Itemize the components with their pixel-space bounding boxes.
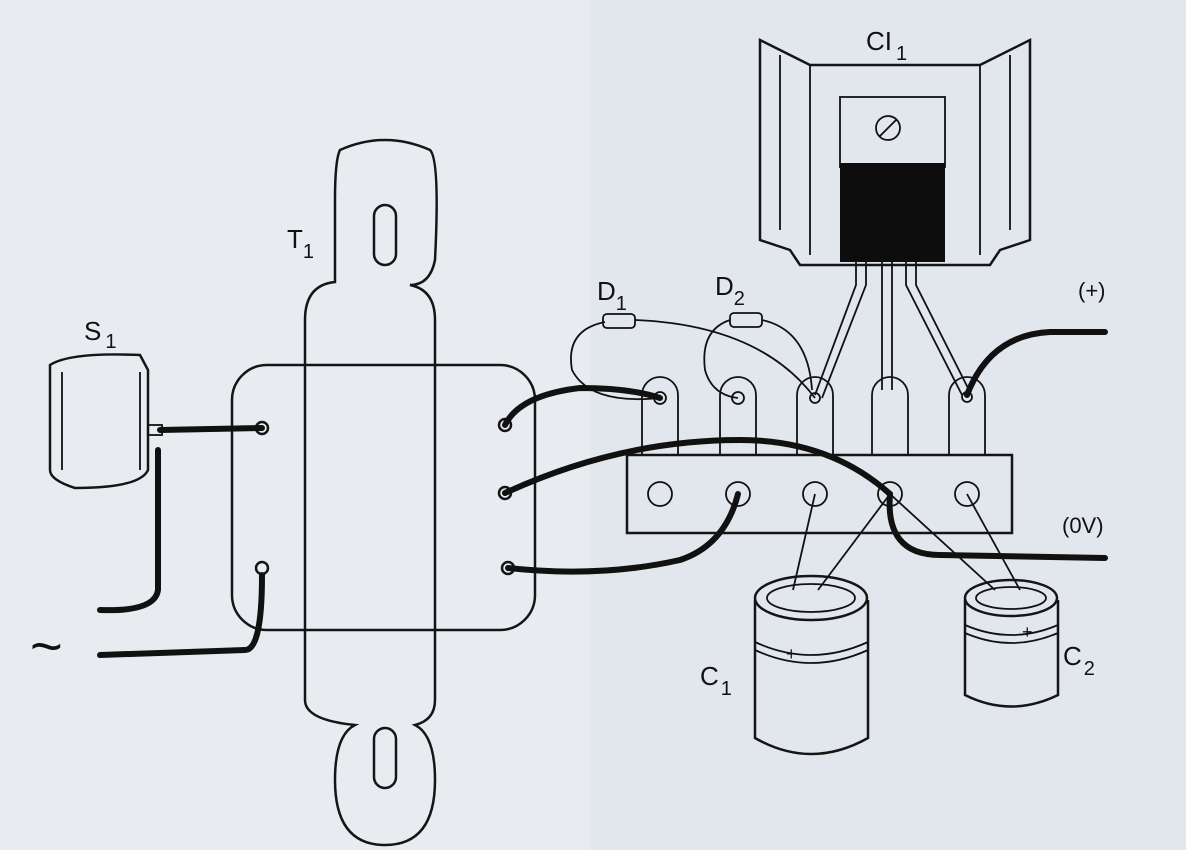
svg-text:+: +: [1022, 622, 1033, 642]
diode-d1: [570, 313, 816, 401]
transformer-t1: [230, 138, 537, 847]
mounting-slot: [372, 726, 398, 790]
label-t1: T1: [287, 224, 314, 263]
label-d2: D2: [715, 271, 745, 310]
diode-d2: [703, 312, 813, 399]
wires: [97, 329, 1108, 658]
regulator-ci1: [758, 37, 1032, 399]
label-d1: D1: [597, 276, 627, 315]
ac-symbol: ~: [30, 614, 63, 677]
svg-text:+: +: [786, 644, 797, 664]
terminal-strip: [625, 376, 1014, 535]
label-ground: (0V): [1062, 513, 1104, 538]
switch-s1: [48, 353, 163, 490]
mounting-slot: [372, 203, 398, 267]
label-positive: (+): [1078, 278, 1106, 303]
capacitor-c1: +: [753, 493, 891, 756]
capacitor-c2: +: [889, 493, 1060, 708]
